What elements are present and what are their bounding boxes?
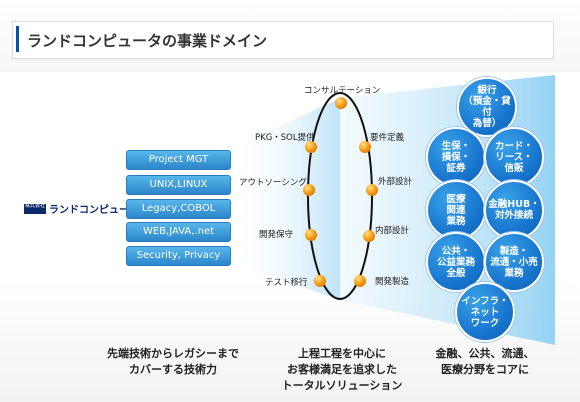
service-public: 公共・ 公益業務 全般 (426, 232, 486, 292)
service-infrastructure: インフラ・ ネット ワーク (455, 282, 515, 342)
service-label: 金融HUB・ 対外接続 (488, 199, 540, 221)
caption-technology: 先端技術からレガシーまで カバーする技術力 (107, 347, 239, 376)
logo-text: ランドコンピュータ (49, 205, 139, 216)
tech-item-unix-linux: UNIX,LINUX (126, 175, 231, 195)
process-node (303, 184, 315, 196)
logo-mark: 株式会社 (24, 203, 46, 214)
process-node (366, 184, 378, 196)
service-label: インフラ・ ネット ワーク (461, 295, 509, 329)
tech-item-project-mgt: Project MGT (126, 150, 231, 170)
company-logo: 株式会社 ランドコンピュータ (24, 201, 139, 216)
service-label: 銀行 （預金・貸付 為替） (463, 85, 511, 129)
process-node (314, 275, 326, 287)
tech-item-legacy-cobol: Legacy,COBOL (126, 199, 231, 219)
service-finance-hub: 金融HUB・ 対外接続 (484, 180, 544, 240)
step-label-development: 開発製造 (375, 277, 410, 287)
tech-item-web-java: WEB,JAVA,.net (126, 222, 231, 242)
process-node (363, 230, 375, 242)
service-label: カード・ リース・ 信販 (494, 140, 533, 174)
step-label-consulting: コンサルテーション (304, 86, 381, 96)
caption-domains: 金融、公共、流通、 医療分野をコアに (435, 347, 535, 376)
process-node (359, 141, 371, 153)
step-label-test-migration: テスト移行 (265, 278, 308, 288)
step-label-external-design: 外部設計 (378, 177, 413, 187)
step-label-requirements: 要件定義 (370, 133, 405, 143)
process-nodes (303, 97, 378, 287)
tech-item-security: Security, Privacy (126, 246, 231, 266)
process-node (305, 141, 317, 153)
step-label-maintenance: 開発保守 (259, 230, 294, 240)
step-label-internal-design: 内部設計 (375, 226, 410, 236)
title-accent-bar (16, 26, 19, 52)
service-manufacturing: 製造・ 流通・小売 業務 (484, 232, 544, 292)
process-node (335, 97, 347, 109)
title-box (12, 21, 554, 59)
step-label-outsourcing: アウトソーシング (239, 178, 307, 188)
service-label: 公共・ 公益業務 全般 (436, 245, 475, 279)
caption-solution: 上程工程を中心に お客様満足を追求した トータルソリューション (281, 347, 403, 392)
service-label: 製造・ 流通・小売 業務 (490, 245, 538, 279)
process-node (305, 229, 317, 241)
service-card-lease: カード・ リース・ 信販 (484, 127, 544, 187)
left-beam (229, 98, 340, 300)
service-label: 医療 関連 業務 (446, 193, 466, 227)
process-node (354, 275, 366, 287)
step-label-pkg-sol: PKG・SOL提供 (255, 133, 315, 143)
page-title: ランドコンピュータの事業ドメイン (27, 32, 268, 50)
service-medical: 医療 関連 業務 (426, 180, 486, 240)
service-insurance: 生保・ 損保・ 証券 (426, 127, 486, 187)
service-label: 生保・ 損保・ 証券 (441, 140, 471, 174)
